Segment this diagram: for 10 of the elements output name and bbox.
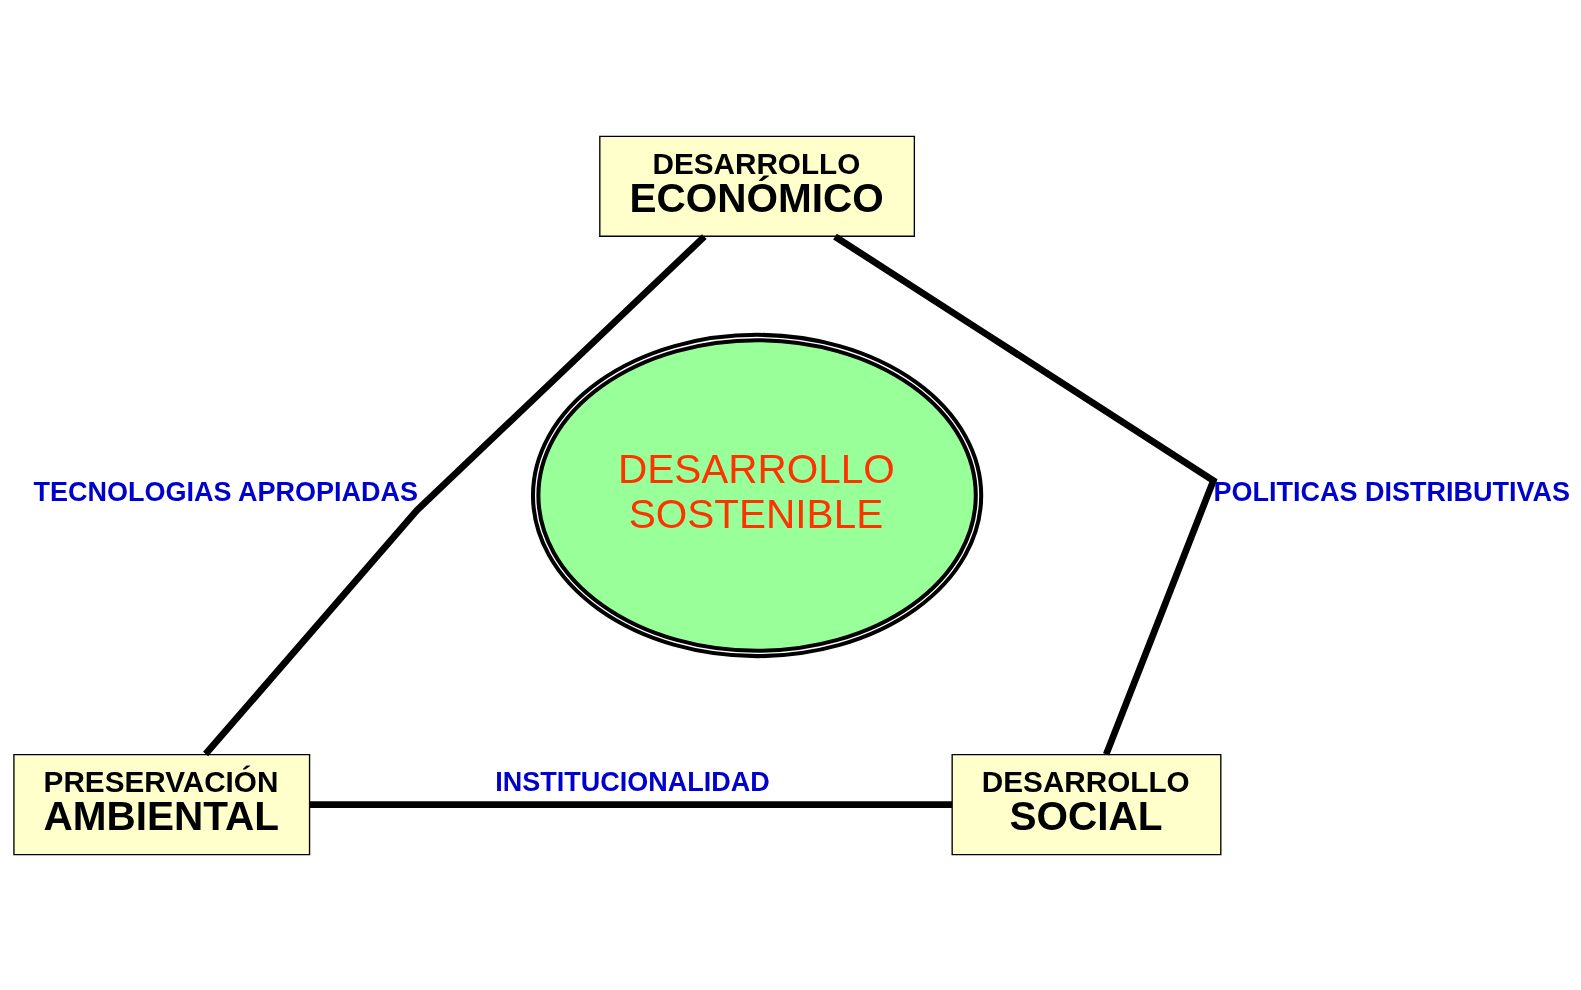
node-box: DESARROLLO SOCIAL [951, 753, 1222, 855]
edge-label: TECNOLOGIAS APROPIADAS [33, 476, 419, 507]
connector [833, 233, 1217, 756]
connector [309, 800, 953, 808]
connector [203, 233, 707, 756]
edge-label: INSTITUCIONALIDAD [495, 766, 770, 797]
node-box: DESARROLLO ECONÓMICO [599, 135, 916, 237]
edge-label: POLITICAS DISTRIBUTIVAS [1213, 476, 1570, 507]
node-box: PRESERVACIÓN AMBIENTAL [13, 753, 311, 855]
node-ellipse: DESARROLLO SOSTENIBLE [530, 332, 984, 658]
